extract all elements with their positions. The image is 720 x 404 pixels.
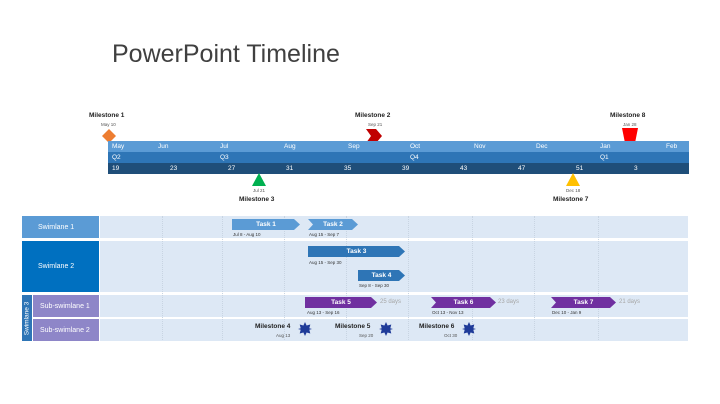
week-label: 35 <box>344 165 352 172</box>
sub-swimlane-2-header[interactable]: Sub-swimlane 2 <box>33 319 99 341</box>
month-label: Aug <box>284 143 296 150</box>
swimlane-1-body <box>100 216 688 238</box>
week-label: 19 <box>112 165 120 172</box>
grid-line <box>408 216 409 340</box>
grid-line <box>598 216 599 340</box>
task-2-bar[interactable]: Task 2 <box>308 219 358 230</box>
star-icon[interactable] <box>462 322 476 336</box>
swimlane-1-label: Swimlane 1 <box>38 223 75 231</box>
task-6-date: Oct 13 - Nov 13 <box>432 310 464 315</box>
task-3-bar[interactable]: Task 3 <box>308 246 405 257</box>
swimlane-1-header[interactable]: Swimlane 1 <box>22 216 99 238</box>
task-6-duration: 23 days <box>498 299 520 305</box>
month-label: May <box>112 143 125 150</box>
week-label: 3 <box>634 165 638 172</box>
month-label: Sep <box>348 143 360 150</box>
task-1-date: Jul 8 - Aug 10 <box>233 232 261 237</box>
sub-swimlane-2-body <box>100 319 688 341</box>
milestone-2-date: Sep 21 <box>368 122 383 127</box>
week-label: 43 <box>460 165 468 172</box>
month-label: Dec <box>536 143 548 150</box>
task-5-duration: 25 days <box>380 299 402 305</box>
task-2-date: Aug 15 - Sep 7 <box>309 232 340 237</box>
milestone-7-label: Milestone 7 <box>553 196 589 203</box>
swimlane-3-header[interactable]: Swimlane 3 <box>22 295 32 341</box>
chevron-icon[interactable] <box>366 129 382 143</box>
milestone-1-label: Milestone 1 <box>89 112 125 119</box>
triangle-icon[interactable] <box>566 173 580 186</box>
grid-line <box>346 216 347 340</box>
month-label: Nov <box>474 143 486 150</box>
week-label: 23 <box>170 165 178 172</box>
task-1-bar[interactable]: Task 1 <box>232 219 300 230</box>
grid-line <box>162 216 163 340</box>
milestone-2-label: Milestone 2 <box>355 112 391 119</box>
week-label: 27 <box>228 165 236 172</box>
task-4-date: Sep 8 - Sep 30 <box>359 283 390 288</box>
milestone-3-label: Milestone 3 <box>239 196 275 203</box>
quarter-bar: Q2 Q3 Q4 Q1 <box>108 152 689 163</box>
cup-icon[interactable] <box>622 128 638 143</box>
milestone-5-date: Sep 20 <box>359 333 374 338</box>
task-7-bar[interactable]: Task 7 <box>551 297 616 308</box>
milestone-1-date: May 10 <box>101 122 116 127</box>
sub-swimlane-1-body <box>100 295 688 317</box>
star-icon[interactable] <box>298 322 312 336</box>
star-icon[interactable] <box>379 322 393 336</box>
grid-line <box>534 216 535 340</box>
triangle-icon[interactable] <box>252 173 266 186</box>
swimlane-2-label: Swimlane 2 <box>38 263 75 270</box>
month-label: Oct <box>410 143 421 150</box>
month-bar: May Jun Jul Aug Sep Oct Nov Dec Jan Feb <box>108 141 689 152</box>
task-7-date: Dec 10 - Jan 9 <box>552 310 582 315</box>
quarter-label: Q4 <box>410 154 419 161</box>
swimlane-3: Swimlane 3 Sub-swimlane 1 Sub-swimlane 2 <box>22 295 688 341</box>
milestone-6-date: Oct 30 <box>444 333 458 338</box>
milestone-8-date: Jan 28 <box>623 122 637 127</box>
grid-line <box>284 216 285 340</box>
sub-swimlane-2-label: Sub-swimlane 2 <box>40 326 90 334</box>
milestone-5-label: Milestone 5 <box>335 323 371 330</box>
week-label: 47 <box>518 165 526 172</box>
quarter-label: Q1 <box>600 154 609 161</box>
milestone-8-label: Milestone 8 <box>610 112 646 119</box>
week-label: 39 <box>402 165 410 172</box>
sub-swimlane-1-header[interactable]: Sub-swimlane 1 <box>33 295 99 317</box>
task-3-date: Aug 15 - Sep 30 <box>309 260 342 265</box>
week-bar: 19 23 27 31 35 39 43 47 51 3 <box>108 163 689 174</box>
task-7-duration: 21 days <box>619 299 641 305</box>
swimlane-3-label: Swimlane 3 <box>23 301 31 335</box>
milestone-6-label: Milestone 6 <box>419 323 455 330</box>
task-5-bar[interactable]: Task 5 <box>305 297 377 308</box>
diamond-icon[interactable] <box>102 129 116 143</box>
quarter-label: Q3 <box>220 154 229 161</box>
grid-line <box>222 216 223 340</box>
week-label: 31 <box>286 165 294 172</box>
task-5-date: Aug 13 - Sep 16 <box>307 310 340 315</box>
month-label: Feb <box>666 143 678 150</box>
page-title: PowerPoint Timeline <box>112 40 340 68</box>
task-6-bar[interactable]: Task 6 <box>431 297 496 308</box>
swimlane-2-header[interactable]: Swimlane 2 <box>22 241 99 292</box>
month-label: Jul <box>220 143 229 150</box>
month-label: Jun <box>158 143 169 150</box>
milestone-7-date: Dec 18 <box>566 188 581 193</box>
milestone-4-date: Aug 13 <box>276 333 291 338</box>
task-4-bar[interactable]: Task 4 <box>358 270 405 281</box>
month-label: Jan <box>600 143 611 150</box>
grid-line <box>472 216 473 340</box>
milestone-4-label: Milestone 4 <box>255 323 291 330</box>
sub-swimlane-1-label: Sub-swimlane 1 <box>40 302 90 310</box>
milestone-3-date: Jul 21 <box>253 188 266 193</box>
quarter-label: Q2 <box>112 154 121 161</box>
week-label: 51 <box>576 165 584 172</box>
